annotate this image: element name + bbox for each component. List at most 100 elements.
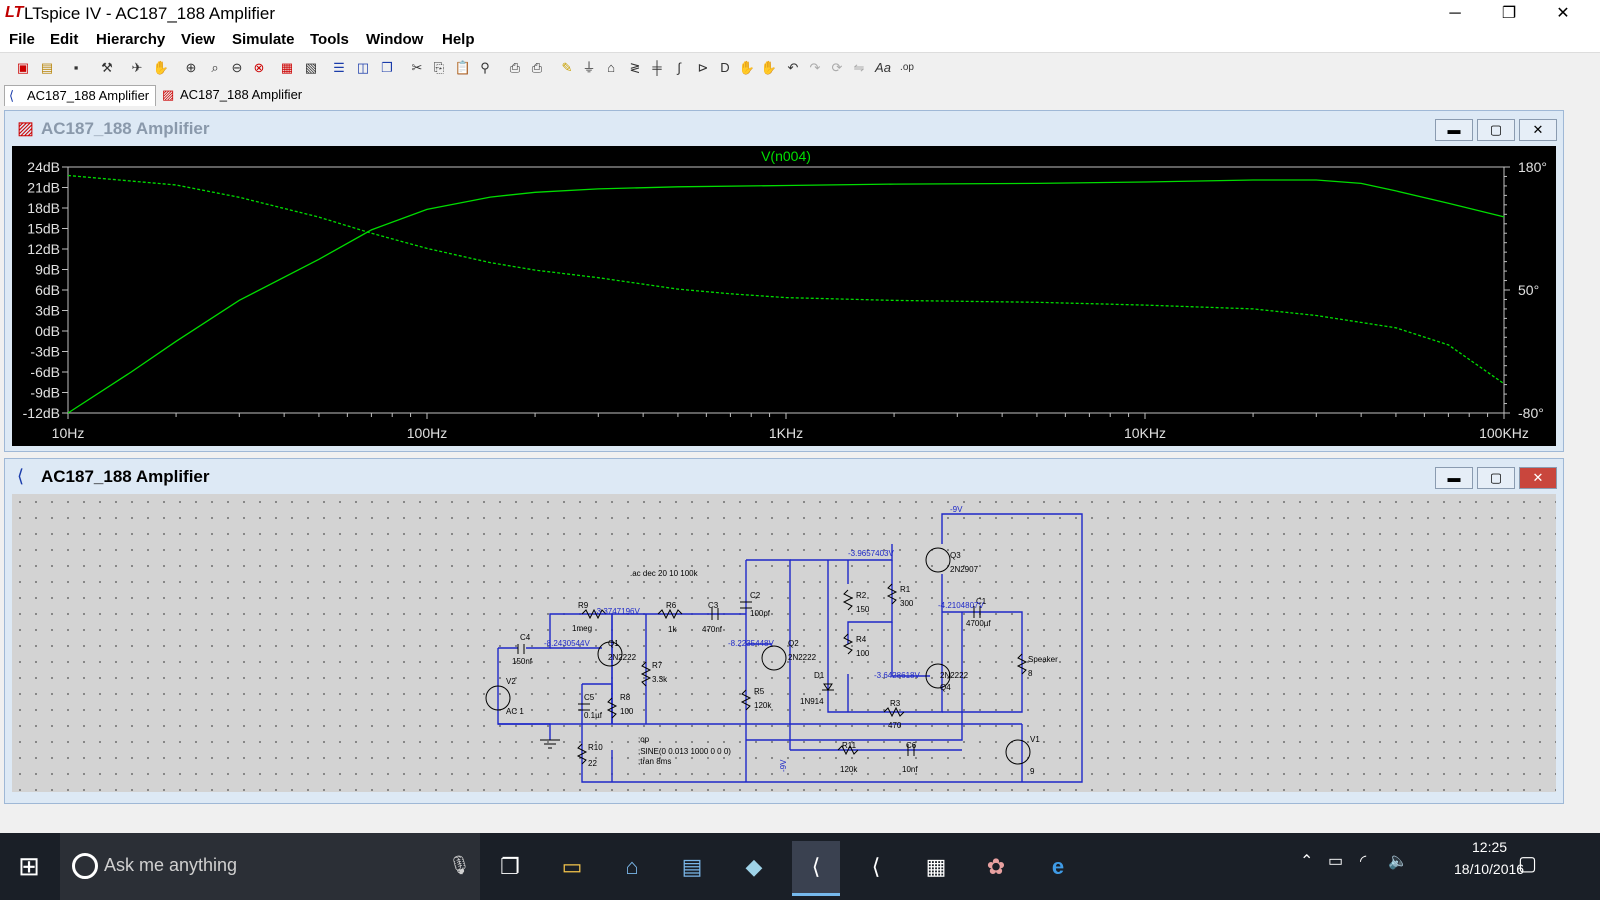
ltspice-iv-taskbar-icon[interactable]: ⟨	[792, 841, 840, 896]
draw-wire-icon[interactable]: ✎	[561, 60, 573, 75]
schematic-restore-button[interactable]: ▢	[1477, 467, 1515, 489]
ground-icon[interactable]: ⏚	[582, 60, 596, 75]
menu-file[interactable]: File	[9, 31, 35, 48]
edge-icon[interactable]: e	[1051, 854, 1065, 879]
r6-name[interactable]: R6	[666, 601, 677, 610]
c5-name[interactable]: C5	[584, 693, 595, 702]
redo-icon[interactable]: ↷	[809, 60, 821, 75]
windows-start-icon[interactable]: ⊞	[18, 851, 40, 881]
close-button[interactable]: ✕	[1556, 5, 1570, 22]
clock-date[interactable]: 18/10/2016	[1454, 861, 1525, 877]
r11-name[interactable]: R11	[842, 741, 857, 750]
clock-time[interactable]: 12:25	[1472, 839, 1508, 855]
cascade-icon[interactable]: ❐	[381, 60, 393, 75]
node-voltage-label[interactable]: -3.6428618V	[874, 671, 920, 680]
c4-name[interactable]: C4	[520, 633, 531, 642]
sine-directive[interactable]: ;SINE(0 0.013 1000 0 0 0)	[638, 747, 731, 756]
c3-name[interactable]: C3	[708, 601, 719, 610]
r2-value[interactable]: 150	[856, 605, 870, 614]
menu-edit[interactable]: Edit	[50, 31, 79, 48]
halt-icon[interactable]: ✋	[152, 60, 170, 75]
menu-help[interactable]: Help	[442, 31, 475, 48]
speaker-name[interactable]: Speaker	[1028, 655, 1058, 664]
zoom-in-icon[interactable]: ⊕	[185, 60, 197, 75]
r7-value[interactable]: 3.3k	[652, 675, 668, 684]
node-voltage-label[interactable]: -4.2104807V	[938, 601, 984, 610]
volume-icon[interactable]: 🔈	[1388, 853, 1408, 870]
schematic-minimize-button[interactable]: ▬	[1435, 467, 1473, 489]
ltspice-xvii-taskbar-icon[interactable]: ⟨	[871, 854, 881, 879]
run-icon[interactable]: ✈	[131, 60, 143, 75]
v1-value[interactable]: 9	[1030, 767, 1035, 776]
c6-name[interactable]: C6	[906, 741, 917, 750]
menu-hierarchy[interactable]: Hierarchy	[96, 31, 166, 48]
minimize-button[interactable]: ─	[1449, 5, 1461, 22]
q3-name[interactable]: Q3	[950, 551, 961, 560]
autorange-icon[interactable]: ▦	[280, 60, 294, 75]
open-icon[interactable]: ▤	[40, 60, 54, 75]
q4-name[interactable]: Q4	[940, 683, 951, 692]
q1-value[interactable]: 2N2222	[608, 653, 637, 662]
cortana-search-box[interactable]: Ask me anything 🎙	[60, 833, 480, 900]
r3-name[interactable]: R3	[890, 699, 901, 708]
r9-value[interactable]: 1meg	[572, 624, 592, 633]
q3-value[interactable]: 2N2907	[950, 565, 979, 574]
file-explorer-icon[interactable]: ▭	[561, 854, 583, 879]
c3-value[interactable]: 470nf	[702, 625, 723, 634]
battery-icon[interactable]: ▭	[1328, 853, 1344, 870]
node-voltage-label[interactable]: -3.9657403V	[848, 549, 894, 558]
r6-value[interactable]: 1k	[668, 625, 677, 634]
node-voltage-label[interactable]: -8.2235448V	[728, 639, 774, 648]
c2-name[interactable]: C2	[750, 591, 761, 600]
menu-view[interactable]: View	[181, 31, 215, 48]
print-icon[interactable]: ⎙	[531, 60, 543, 75]
trace-label[interactable]: V(n004)	[761, 148, 811, 164]
waveform-minimize-button[interactable]: ▬	[1435, 119, 1473, 141]
c5-value[interactable]: 0.1µf	[584, 711, 603, 720]
paint-icon[interactable]: ◆	[745, 854, 763, 879]
node-voltage-label[interactable]: -3.3747196V	[594, 607, 640, 616]
q2-name[interactable]: Q2	[788, 639, 799, 648]
r1-name[interactable]: R1	[900, 585, 911, 594]
menu-tools[interactable]: Tools	[310, 31, 349, 48]
r7-name[interactable]: R7	[652, 661, 663, 670]
show-hidden-icons-icon[interactable]: ⌃	[1300, 853, 1314, 870]
tab-schematic[interactable]: ⟨ AC187_188 Amplifier	[4, 85, 157, 106]
node-voltage-label[interactable]: -8.2430544V	[544, 639, 590, 648]
mark-unmark-icon[interactable]: ▧	[304, 60, 318, 75]
spider-app-icon[interactable]: ✿	[986, 854, 1006, 879]
c1-name[interactable]: C1	[976, 597, 987, 606]
speaker-value[interactable]: 8	[1028, 669, 1033, 678]
r8-value[interactable]: 100	[620, 707, 634, 716]
resistor-icon[interactable]: ≷	[629, 60, 641, 75]
c1-value[interactable]: 4700µf	[966, 619, 991, 628]
schematic-close-button[interactable]: ✕	[1519, 467, 1557, 489]
mirror-icon[interactable]: ⇋	[853, 60, 865, 75]
diode-icon[interactable]: ⊳	[697, 60, 709, 75]
cut-icon[interactable]: ✂	[411, 60, 423, 75]
c6-value[interactable]: 10nf	[902, 765, 918, 774]
node-voltage-label[interactable]: -9V	[779, 759, 788, 772]
tile-horizontal-icon[interactable]: ☰	[333, 60, 345, 75]
maximize-button[interactable]: ❐	[1501, 5, 1517, 22]
inductor-icon[interactable]: ∫	[677, 60, 681, 75]
menu-window[interactable]: Window	[366, 31, 424, 48]
zoom-fit-icon[interactable]: ⊗	[253, 60, 265, 75]
calculator-icon[interactable]: ▦	[925, 854, 947, 879]
r4-value[interactable]: 100	[856, 649, 870, 658]
q1-name[interactable]: Q1	[608, 639, 619, 648]
r11-value[interactable]: 120k	[840, 765, 858, 774]
r3-value[interactable]: 470	[888, 721, 902, 730]
drag-icon[interactable]: ✋	[760, 60, 778, 75]
document-icon[interactable]: ▤	[681, 854, 703, 879]
waveform-close-button[interactable]: ✕	[1519, 119, 1557, 141]
r1-value[interactable]: 300	[900, 599, 914, 608]
save-icon[interactable]: ▪	[73, 60, 79, 75]
v2-name[interactable]: V2	[506, 677, 516, 686]
v1-name[interactable]: V1	[1030, 735, 1040, 744]
print-setup-icon[interactable]: ⎙	[509, 60, 521, 75]
q4-value[interactable]: 2N2222	[940, 671, 969, 680]
menu-simulate[interactable]: Simulate	[232, 31, 295, 48]
op-directive[interactable]: ;op	[638, 735, 650, 744]
